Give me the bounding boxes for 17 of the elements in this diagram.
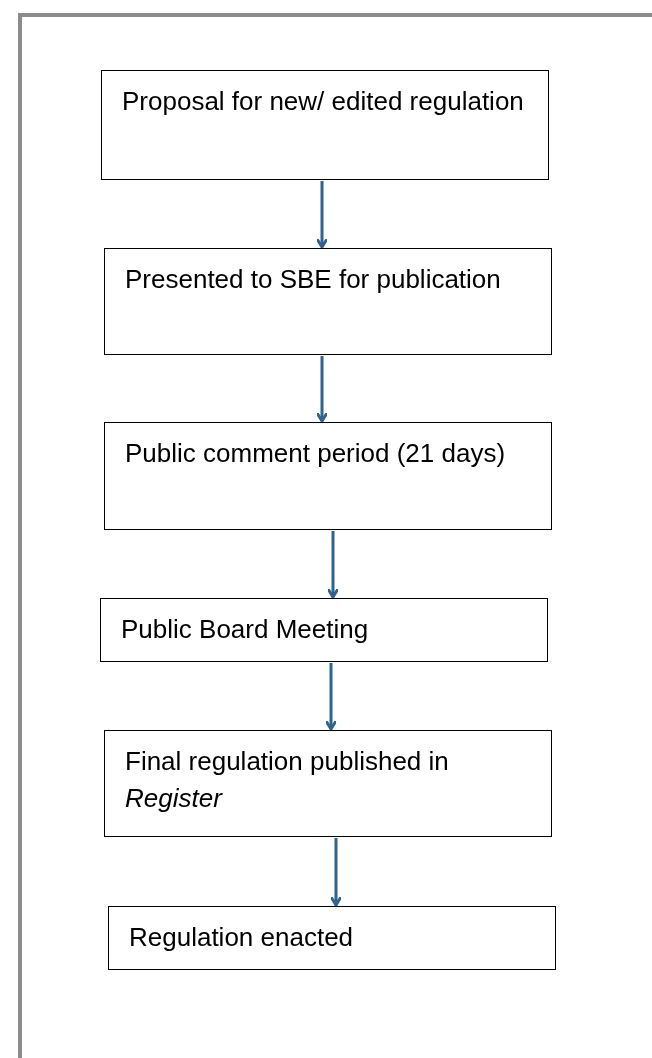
process-box	[104, 422, 552, 530]
process-box	[104, 730, 552, 837]
arrow	[329, 838, 343, 907]
process-box	[104, 248, 552, 355]
step-text: Regulation enacted	[129, 921, 355, 954]
arrow	[324, 663, 338, 731]
step-text: Proposal for new/ edited regulation	[122, 85, 525, 118]
arrow	[315, 356, 329, 423]
arrow	[326, 531, 340, 599]
step-text: Public comment period (21 days)	[125, 437, 507, 470]
arrow	[315, 181, 329, 249]
step-text: Final regulation published in Register	[125, 745, 450, 815]
step-text: Presented to SBE for publication	[125, 263, 502, 296]
process-box	[100, 598, 548, 662]
process-box	[101, 70, 549, 180]
process-box	[108, 906, 556, 970]
step-text: Public Board Meeting	[121, 613, 370, 646]
